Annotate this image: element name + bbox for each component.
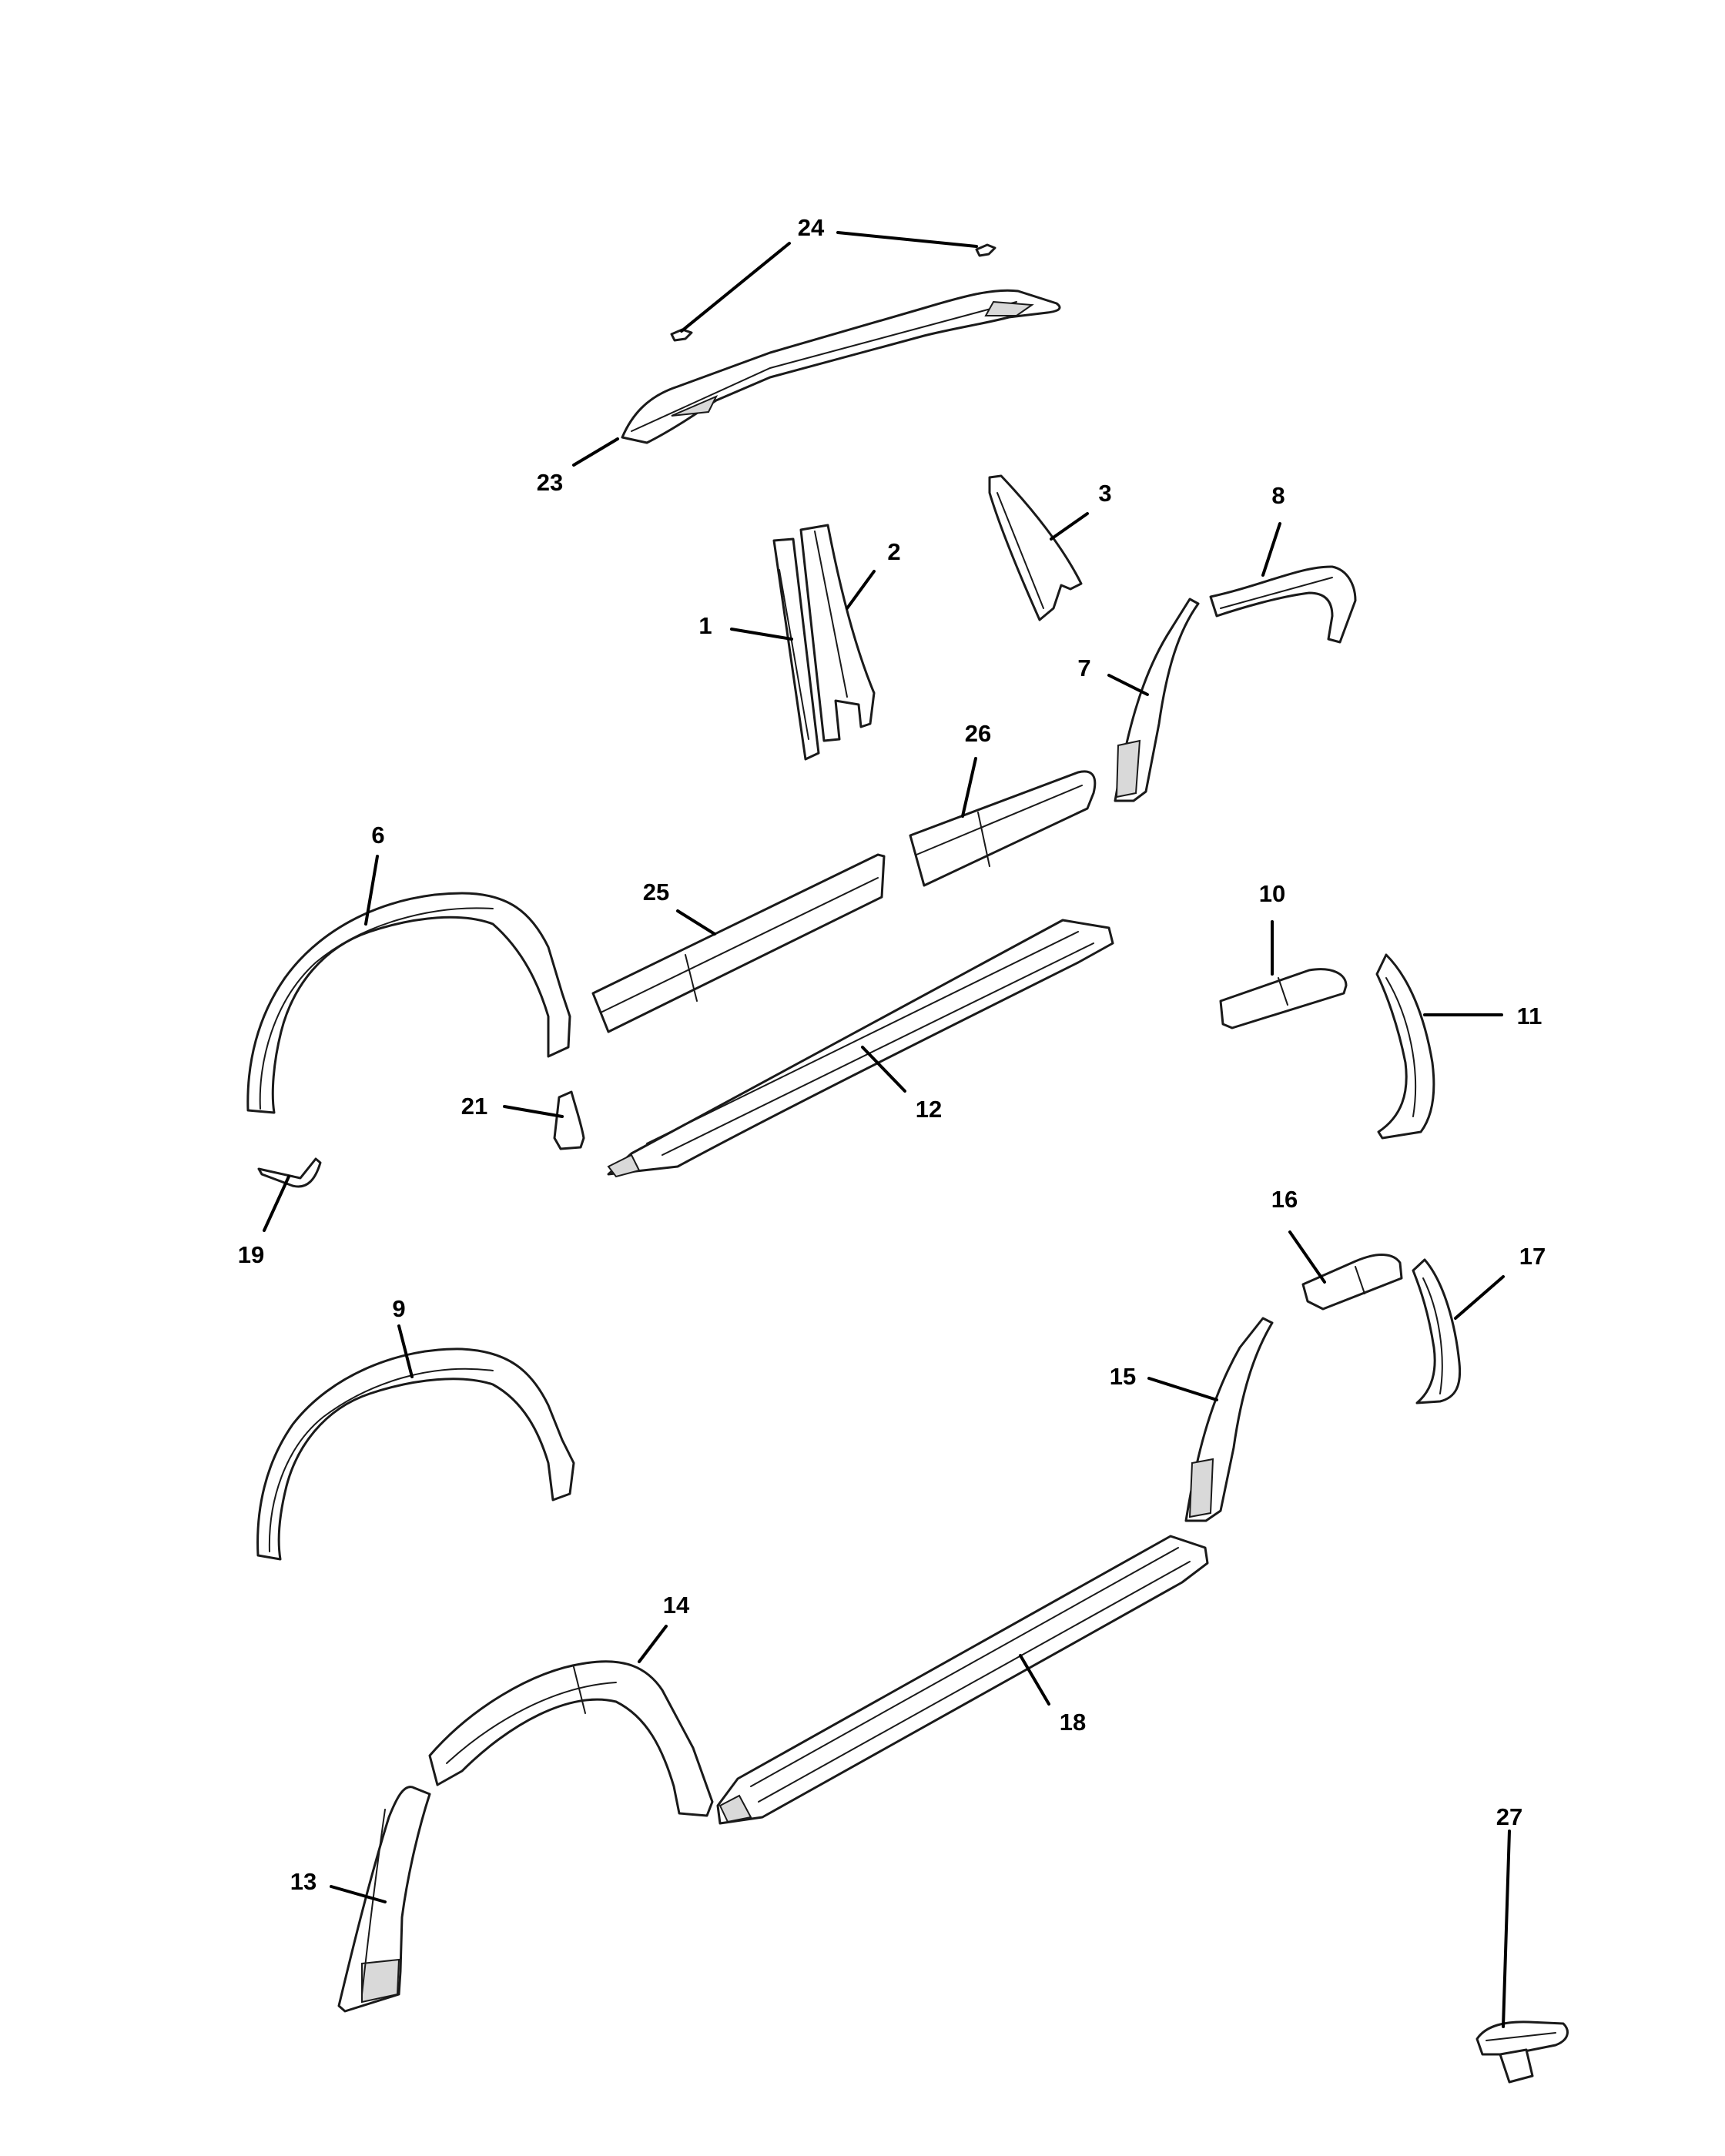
leader-1 — [730, 628, 793, 641]
leader-2 — [846, 570, 876, 610]
leader-21 — [503, 1105, 564, 1118]
part-13-front-lower-flare — [337, 1786, 431, 2013]
leader-9 — [397, 1324, 414, 1378]
callout-1: 1 — [698, 612, 712, 639]
callout-18: 18 — [1060, 1709, 1086, 1736]
callout-25: 25 — [643, 879, 669, 906]
part-18-rocker-molding — [716, 1535, 1209, 1825]
callout-24: 24 — [798, 214, 825, 241]
part-19-bracket — [257, 1157, 322, 1188]
callout-21: 21 — [461, 1093, 487, 1120]
callout-12: 12 — [916, 1096, 942, 1123]
part-17-rear-corner — [1412, 1258, 1462, 1404]
part-10-rear-flare-piece — [1219, 968, 1348, 1029]
callout-14: 14 — [663, 1592, 690, 1619]
part-16-rear-flare-piece — [1301, 1254, 1403, 1311]
part-12-rocker-molding — [607, 919, 1114, 1178]
leader-24a — [680, 242, 791, 333]
leader-17 — [1454, 1275, 1505, 1320]
part-27-push-clip — [1475, 2020, 1569, 2084]
part-2-pillar-applique — [799, 524, 876, 742]
callout-6: 6 — [371, 822, 384, 849]
leader-6 — [364, 855, 379, 926]
part-26-rear-door-molding — [909, 770, 1097, 887]
part-7-door-flare — [1114, 598, 1200, 802]
leader-19 — [263, 1175, 290, 1232]
callout-11: 11 — [1517, 1003, 1542, 1029]
leader-16 — [1288, 1230, 1326, 1284]
leader-12 — [861, 1046, 906, 1093]
callout-9: 9 — [392, 1295, 405, 1322]
part-9-front-flare — [256, 1348, 575, 1561]
callout-2: 2 — [887, 538, 900, 565]
callout-19: 19 — [238, 1241, 264, 1268]
callout-labels: 24 23 1 2 3 7 8 26 25 6 21 19 12 10 11 9… — [238, 214, 1546, 1895]
leader-14 — [638, 1625, 668, 1663]
callout-26: 26 — [965, 720, 991, 747]
callout-23: 23 — [537, 469, 563, 496]
leader-15 — [1147, 1377, 1218, 1401]
part-21-mud-guard — [553, 1090, 585, 1150]
callout-27: 27 — [1496, 1803, 1522, 1830]
part-25-front-door-molding — [591, 853, 886, 1033]
callout-13: 13 — [290, 1868, 317, 1895]
leader-26 — [961, 757, 977, 818]
leader-3 — [1050, 512, 1089, 541]
leader-27 — [1502, 1830, 1511, 2028]
leader-18 — [1019, 1654, 1050, 1706]
part-23-roof-rail — [621, 289, 1061, 444]
leader-25 — [676, 909, 716, 936]
part-14-front-flare — [428, 1660, 714, 1817]
callout-8: 8 — [1271, 482, 1285, 509]
leader-lines — [263, 231, 1511, 2028]
part-15-door-flare — [1184, 1317, 1274, 1522]
part-11-rear-corner — [1375, 953, 1435, 1140]
callout-17: 17 — [1519, 1243, 1546, 1270]
callout-10: 10 — [1259, 880, 1285, 907]
part-24-clip-right — [975, 243, 996, 257]
callout-16: 16 — [1271, 1186, 1298, 1213]
leader-8 — [1261, 522, 1281, 577]
part-6-front-flare — [246, 892, 571, 1114]
part-8-rear-flare-upper — [1209, 565, 1357, 644]
callout-3: 3 — [1098, 480, 1111, 507]
leader-24b — [836, 231, 978, 248]
leader-13 — [330, 1885, 387, 1903]
part-3-quarter-applique — [988, 474, 1083, 621]
part-1-pillar-seal — [772, 537, 820, 761]
leader-7 — [1107, 674, 1149, 696]
callout-7: 7 — [1077, 654, 1090, 681]
leader-23 — [572, 437, 619, 467]
callout-15: 15 — [1110, 1363, 1136, 1390]
